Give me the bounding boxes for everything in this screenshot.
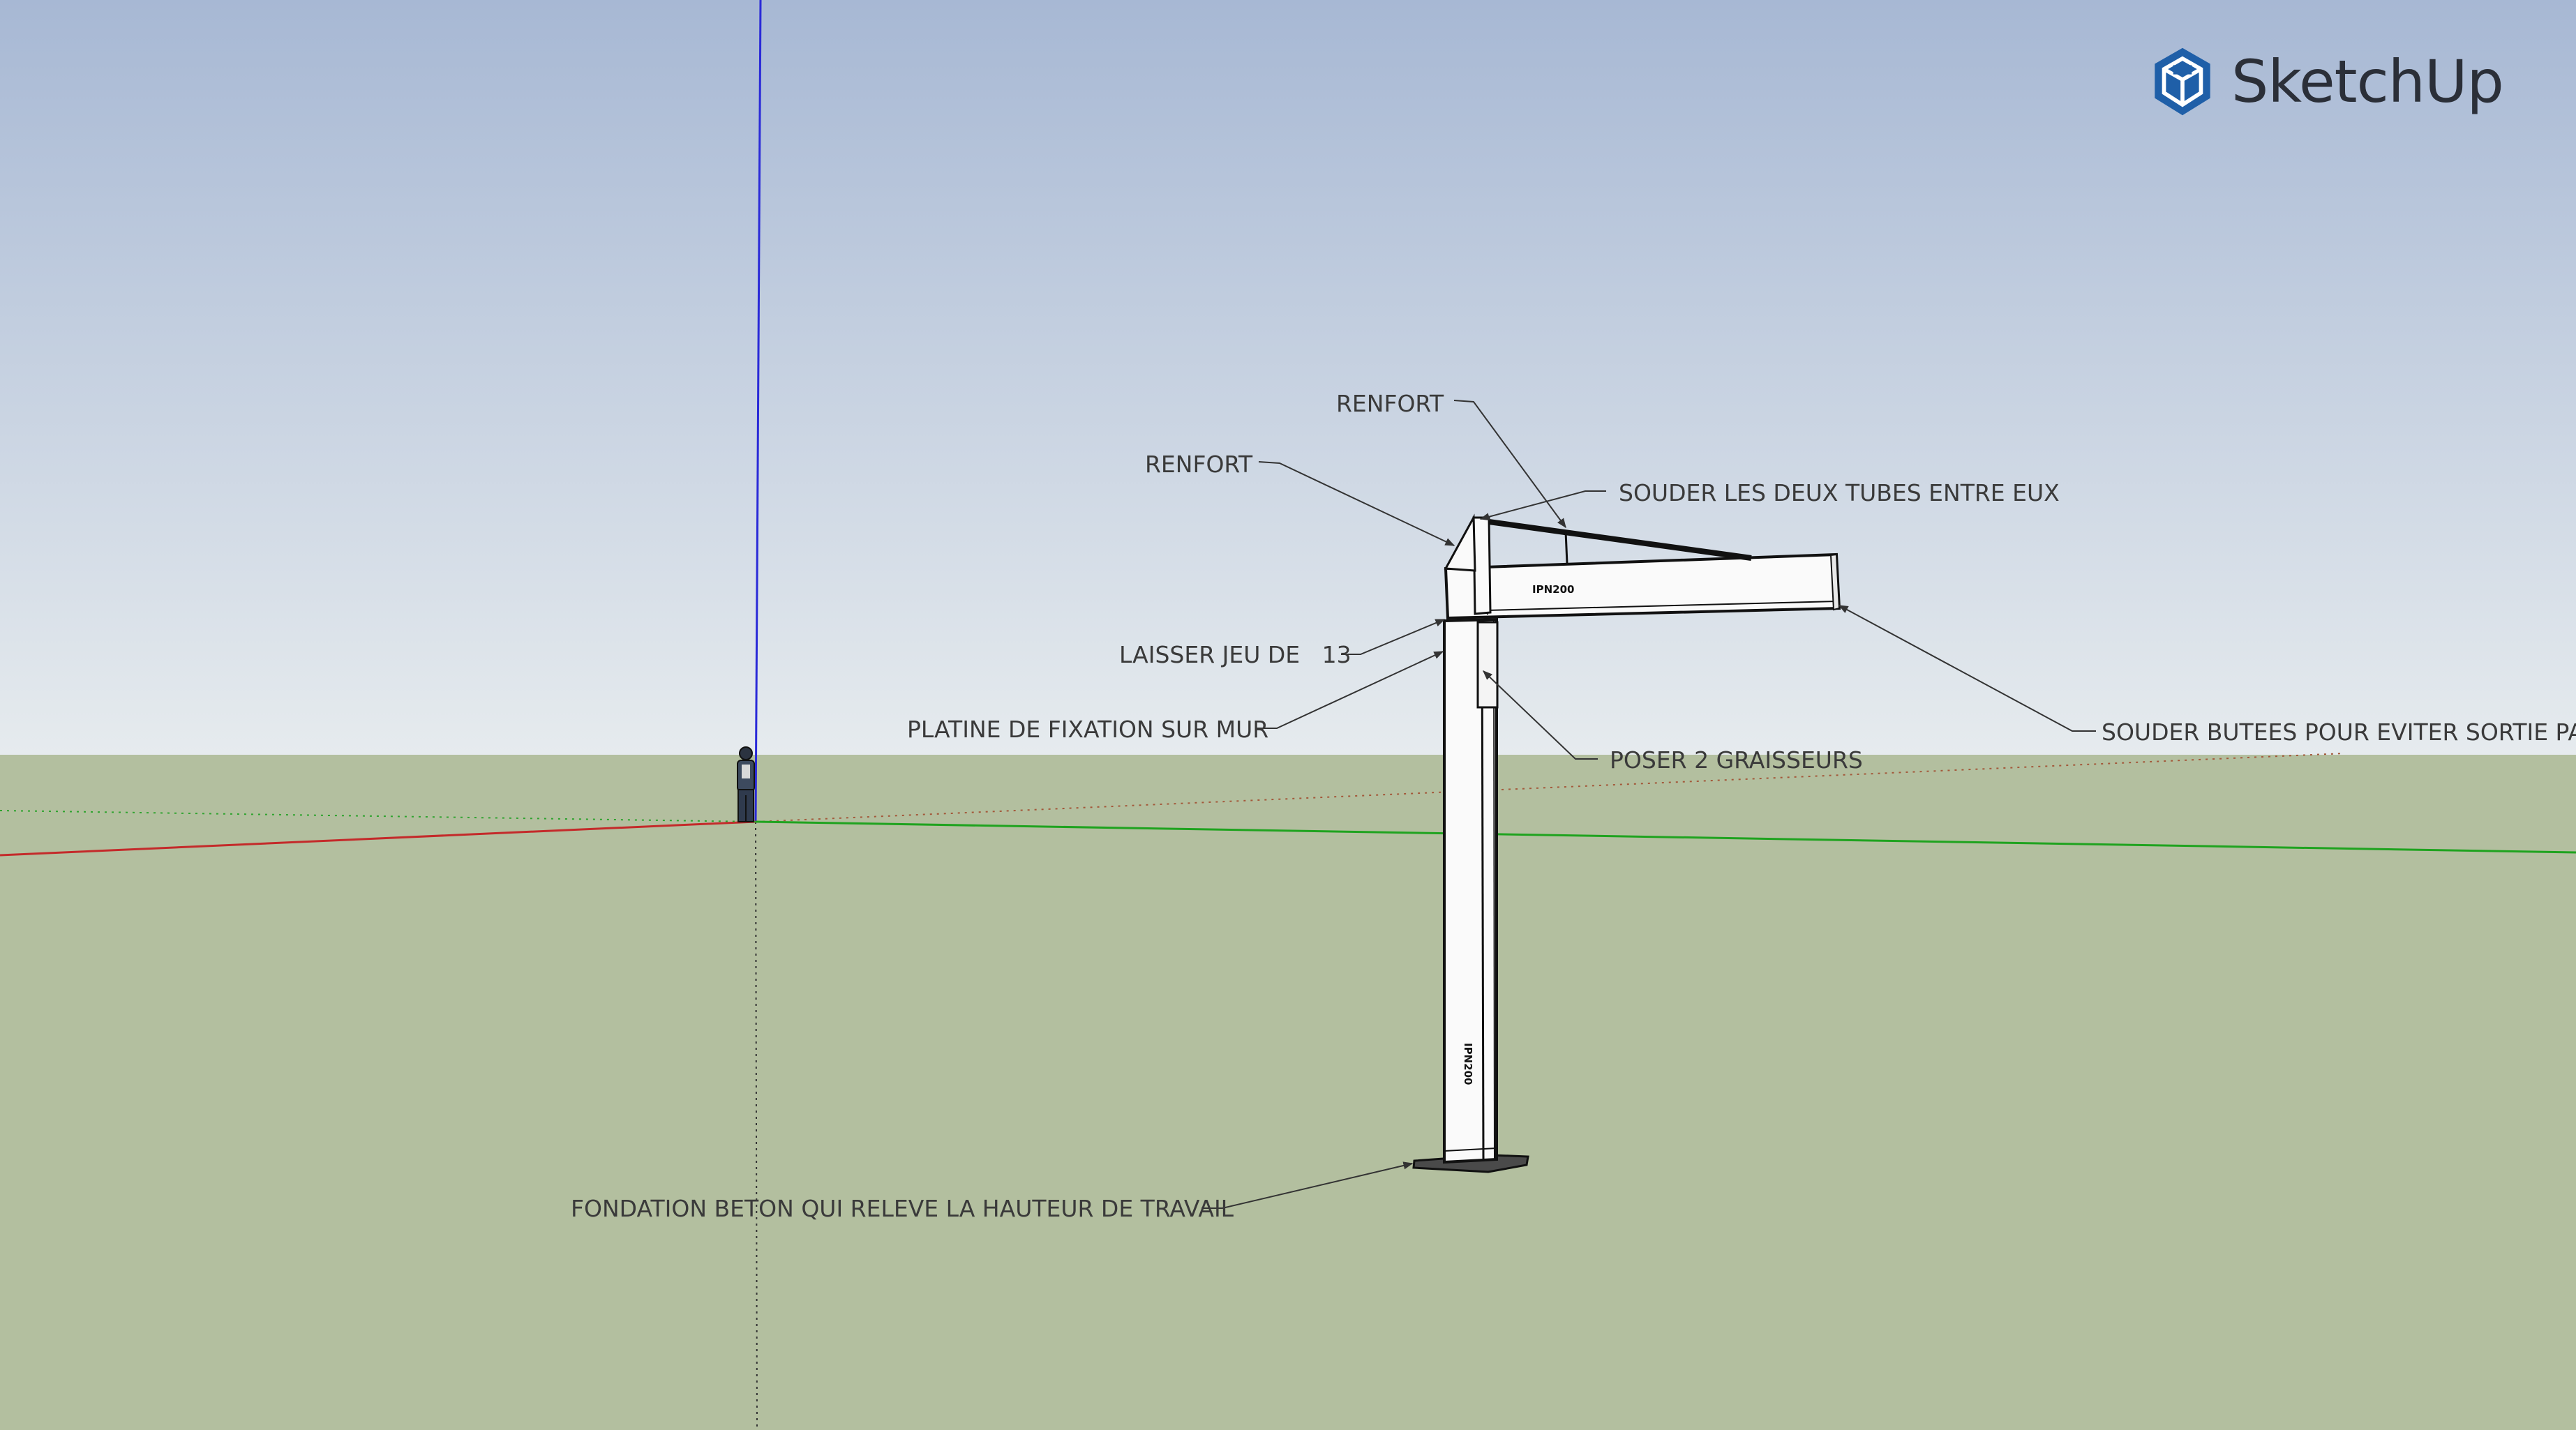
leader-renfort-top (1453, 400, 1566, 529)
green-axis (755, 820, 2576, 854)
blue-axis-negative (755, 821, 758, 1430)
left-reinforcement[interactable] (1444, 513, 1476, 572)
column-beam-label: IPN200 (1462, 1043, 1474, 1085)
jib-arm-bottom-line (1485, 601, 1837, 611)
brand-name: SketchUp (2231, 47, 2504, 116)
leader-souder-tubes (1479, 490, 1606, 521)
callout-renfort-left[interactable]: RENFORT (1145, 451, 1253, 478)
grease-sleeve[interactable] (1476, 621, 1499, 709)
column-flange-line (1493, 619, 1495, 1160)
callout-fondation[interactable]: FONDATION BETON QUI RELEVE LA HAUTEUR DE… (571, 1195, 1234, 1222)
callout-poser-graisseurs[interactable]: POSER 2 GRAISSEURS (1610, 746, 1863, 774)
callout-texts: RENFORT RENFORT SOUDER LES DEUX TUBES EN… (571, 390, 2576, 1222)
callout-souder-tubes[interactable]: SOUDER LES DEUX TUBES ENTRE EUX (1619, 479, 2060, 506)
leader-renfort-left (1258, 461, 1455, 546)
mast-tube[interactable] (1472, 516, 1492, 615)
column-web-line (1481, 619, 1485, 1160)
tie-rod-stiffener (1564, 531, 1568, 564)
callout-platine[interactable]: PLATINE DE FIXATION SUR MUR (907, 716, 1268, 743)
blue-axis (754, 0, 762, 822)
ground (0, 755, 2576, 1430)
callout-laisser-jeu[interactable]: LAISSER JEU DE 13 (1119, 641, 1351, 668)
callout-leaders (1201, 400, 2096, 1209)
red-axis (0, 820, 756, 857)
leader-souder-butees (1838, 605, 2096, 732)
figure-shirt (742, 765, 750, 778)
column-base-line (1444, 1147, 1497, 1152)
callout-renfort-top[interactable]: RENFORT (1336, 390, 1444, 417)
scale-figure[interactable] (737, 746, 755, 822)
leader-poser-graisseurs (1482, 670, 1598, 760)
jib-arm-label: IPN200 (1532, 583, 1574, 596)
leader-laisser-jeu (1341, 619, 1446, 655)
sky (0, 0, 2576, 755)
jib-arm-end (1829, 553, 1841, 611)
figure-head (739, 746, 753, 760)
sketchup-brand: SketchUp (2149, 43, 2504, 120)
green-axis-negative (0, 810, 756, 822)
jib-crane-model[interactable]: IPN200 IPN200 (1412, 513, 1841, 1173)
leader-fondation (1201, 1161, 1414, 1209)
callout-souder-butees[interactable]: SOUDER BUTEES POUR EVITER SORTIE PALAN (2102, 718, 2576, 746)
leader-platine (1256, 651, 1444, 729)
tie-rod[interactable] (1488, 519, 1752, 561)
sketchup-logo-icon (2155, 47, 2210, 116)
